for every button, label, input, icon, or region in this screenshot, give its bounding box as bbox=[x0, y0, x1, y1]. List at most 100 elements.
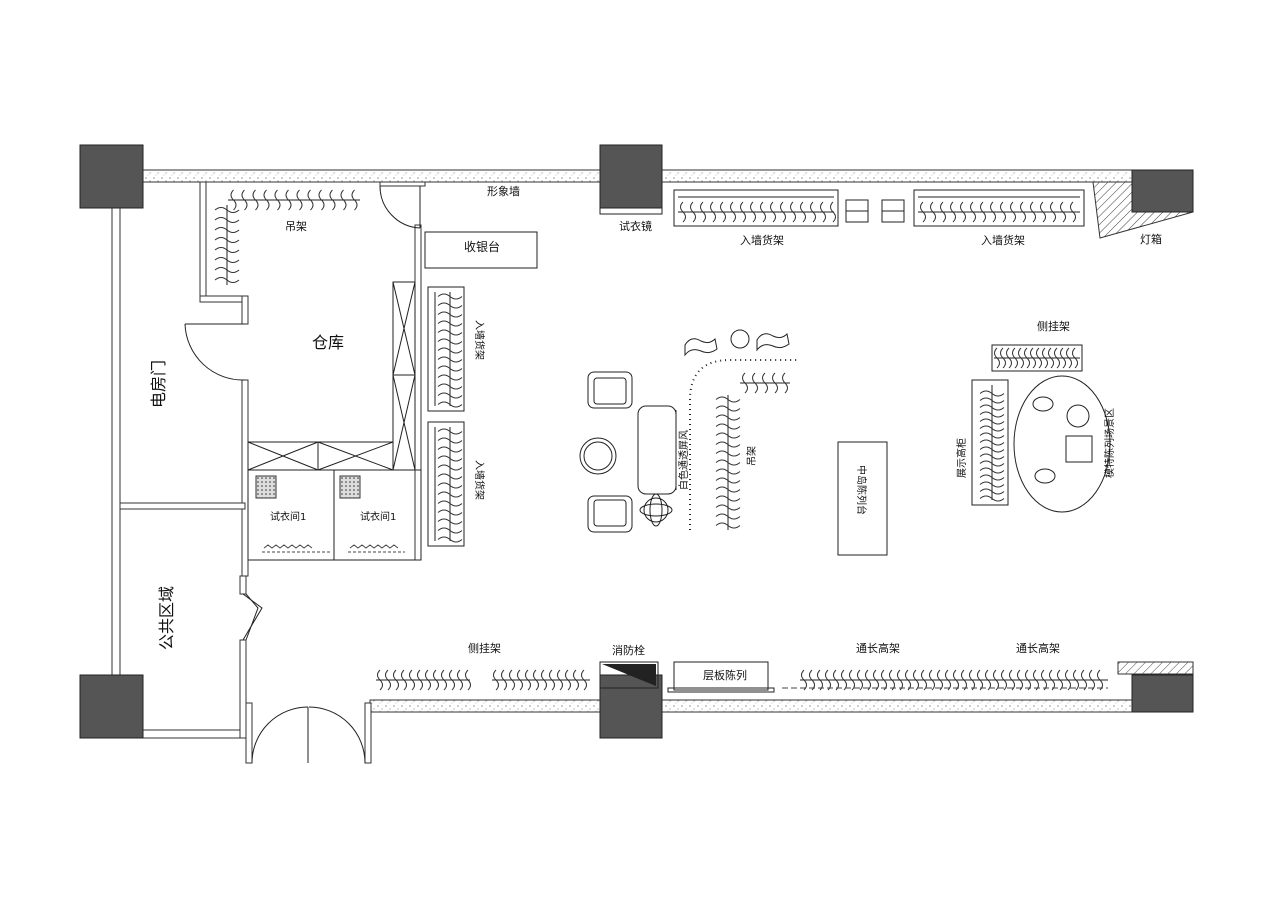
hanger bbox=[493, 669, 499, 691]
hanger bbox=[437, 329, 463, 336]
label-side-rack-bottom: 侧挂架 bbox=[468, 641, 501, 655]
hanger bbox=[296, 189, 303, 211]
hanger bbox=[1040, 201, 1046, 223]
hanger bbox=[720, 201, 726, 223]
hanger bbox=[740, 201, 746, 223]
hanger bbox=[565, 669, 571, 691]
hanger bbox=[214, 247, 240, 253]
hanger bbox=[437, 338, 463, 345]
hanging-racks bbox=[214, 189, 1108, 691]
hanger bbox=[1006, 347, 1012, 369]
hanger bbox=[441, 669, 447, 691]
hanger bbox=[1009, 669, 1015, 691]
hanger bbox=[873, 669, 879, 691]
top-wall-left bbox=[142, 169, 601, 183]
hanger bbox=[581, 669, 587, 691]
model-display-ellipse bbox=[1013, 375, 1111, 513]
bottom-wall-publicarea bbox=[142, 729, 244, 739]
hanger bbox=[780, 201, 786, 223]
hanger bbox=[1020, 201, 1026, 223]
hanger bbox=[715, 414, 741, 421]
warehouse-walls bbox=[119, 181, 426, 764]
hanger bbox=[1073, 669, 1079, 691]
hanger bbox=[960, 201, 966, 223]
hanger bbox=[937, 669, 943, 691]
hanger bbox=[1017, 669, 1023, 691]
hanger bbox=[437, 383, 463, 390]
hanger bbox=[557, 669, 563, 691]
hanger bbox=[1089, 669, 1095, 691]
hanger bbox=[393, 669, 399, 691]
hanger bbox=[437, 536, 463, 543]
hanger bbox=[762, 372, 768, 394]
hanger bbox=[700, 201, 706, 223]
label-wall-shelf-vertical-1: 入墙货架 bbox=[473, 320, 486, 360]
hanger bbox=[1070, 201, 1076, 223]
hanger bbox=[921, 669, 927, 691]
hanger bbox=[437, 293, 463, 300]
hanger bbox=[377, 669, 383, 691]
hanger bbox=[437, 527, 463, 534]
hanger bbox=[929, 669, 935, 691]
hanger bbox=[1030, 347, 1036, 369]
label-long-rack-1: 通长高架 bbox=[856, 641, 900, 655]
doors bbox=[184, 185, 421, 764]
column-bottom-left bbox=[79, 674, 144, 739]
hanger bbox=[437, 320, 463, 327]
hanger bbox=[437, 437, 463, 444]
hanger bbox=[437, 473, 463, 480]
labels: 形象墙 吊架 收银台 仓库 电房门 公共区域 试衣间1 试衣间1 入墙货架 入墙… bbox=[149, 184, 1162, 682]
hanger bbox=[329, 189, 336, 211]
hanger bbox=[841, 669, 847, 691]
hanger bbox=[307, 189, 314, 211]
hanger bbox=[1097, 669, 1103, 691]
hanger bbox=[285, 189, 292, 211]
hanger bbox=[241, 189, 248, 211]
hanger bbox=[1072, 347, 1078, 369]
hanger bbox=[817, 669, 823, 691]
hanger bbox=[953, 669, 959, 691]
label-center-counter: 中岛陈列台 bbox=[855, 465, 868, 515]
label-long-rack-2: 通长高架 bbox=[1016, 641, 1060, 655]
hanger bbox=[715, 486, 741, 493]
hanger bbox=[437, 500, 463, 507]
fixtures bbox=[424, 189, 1111, 693]
hanger bbox=[897, 669, 903, 691]
hanger bbox=[985, 669, 991, 691]
hanger bbox=[230, 189, 237, 211]
hanger bbox=[715, 468, 741, 475]
hanger bbox=[517, 669, 523, 691]
cashier-desk bbox=[424, 231, 538, 269]
hanger bbox=[385, 669, 391, 691]
hanger bbox=[573, 669, 579, 691]
hanger bbox=[409, 669, 415, 691]
hanger bbox=[1081, 669, 1087, 691]
hanger bbox=[913, 669, 919, 691]
hanger bbox=[214, 207, 240, 213]
hanger bbox=[437, 392, 463, 399]
hanger bbox=[979, 453, 1005, 460]
hanger bbox=[437, 455, 463, 462]
hanger bbox=[715, 405, 741, 412]
hanger bbox=[979, 495, 1005, 502]
hanger bbox=[437, 374, 463, 381]
hanger bbox=[680, 201, 686, 223]
label-side-rack-right: 侧挂架 bbox=[1037, 319, 1070, 333]
hanger bbox=[1000, 201, 1006, 223]
center-counter-box bbox=[837, 441, 888, 556]
hanger bbox=[318, 189, 325, 211]
hanger bbox=[979, 390, 1005, 397]
hanger bbox=[905, 669, 911, 691]
hanger bbox=[715, 477, 741, 484]
hanger bbox=[449, 669, 455, 691]
hanger bbox=[425, 669, 431, 691]
hanger bbox=[772, 372, 778, 394]
hanger bbox=[214, 237, 240, 243]
hanger bbox=[1057, 669, 1063, 691]
hanger bbox=[760, 201, 766, 223]
label-warehouse: 仓库 bbox=[312, 333, 344, 352]
hanger bbox=[1001, 669, 1007, 691]
hanger bbox=[961, 669, 967, 691]
hanger bbox=[252, 189, 259, 211]
hanger bbox=[1050, 201, 1056, 223]
